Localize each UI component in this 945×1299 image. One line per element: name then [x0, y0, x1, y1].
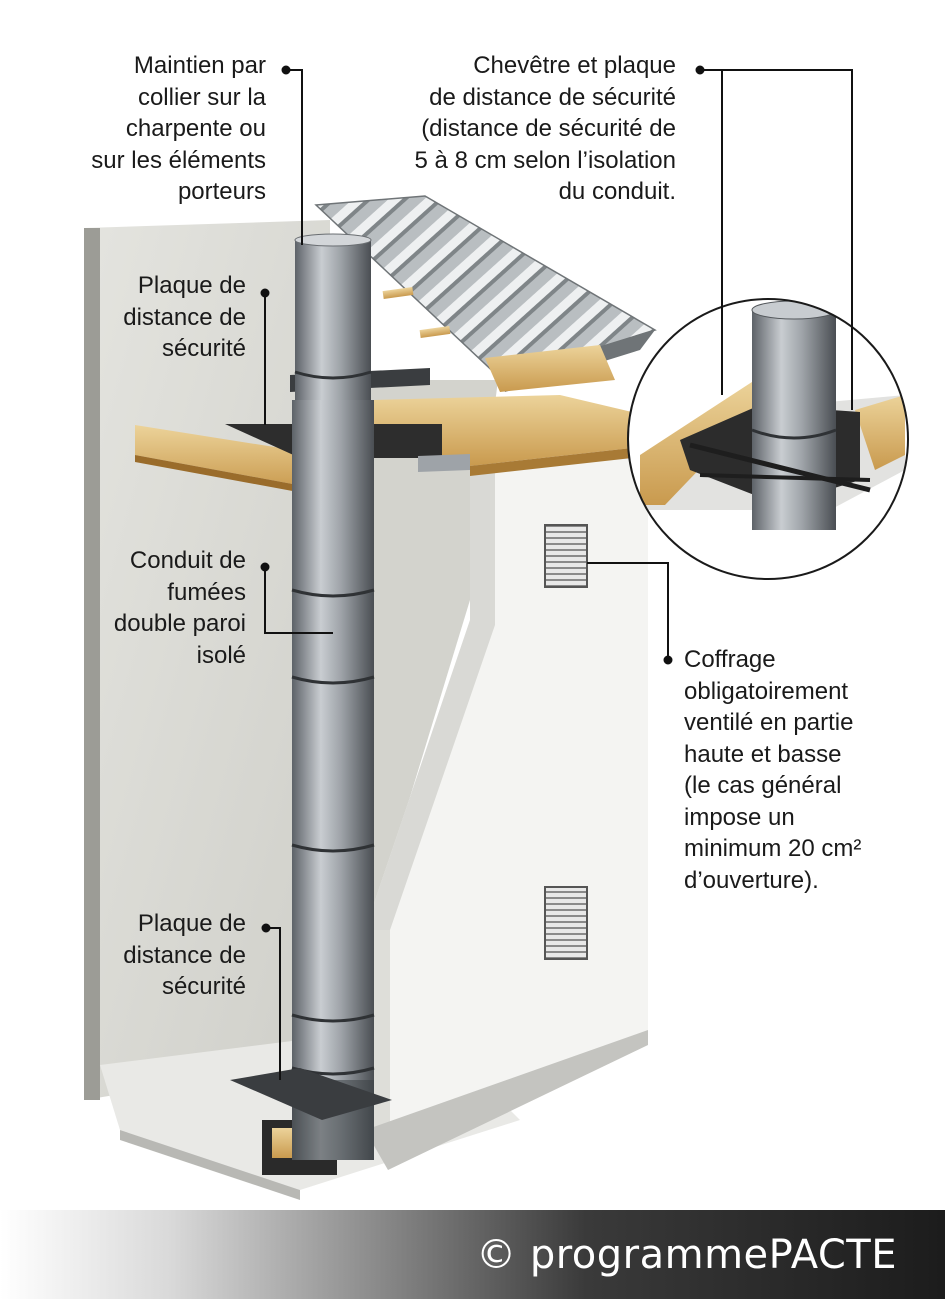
label-coffrage-ventile: Coffrage obligatoirement ventilé en part… [684, 646, 862, 894]
copyright-text: © programmePACTE [476, 1232, 897, 1278]
detail-inset [627, 298, 909, 580]
leader-lines [260, 65, 853, 1080]
label-plaque-distance-bas: Plaque de distance de sécurité [123, 910, 246, 1000]
label-conduit-fumees: Conduit de fumées double paroi isolé [113, 547, 246, 669]
footer-banner: © programmePACTE [0, 1210, 945, 1299]
floor-joists [135, 368, 632, 497]
corrugated-roof [314, 195, 657, 392]
bottom-vent-grille [544, 886, 588, 960]
top-vent-grille [544, 524, 588, 588]
chimney-pipe [291, 233, 375, 1160]
label-maintien-collier: Maintien par collier sur la charpente ou… [91, 52, 266, 205]
bottom-distance-plate [230, 1068, 392, 1120]
label-plaque-distance-haut: Plaque de distance de sécurité [123, 272, 246, 362]
label-chevetre-plaque: Chevêtre et plaque de distance de sécuri… [414, 52, 676, 205]
